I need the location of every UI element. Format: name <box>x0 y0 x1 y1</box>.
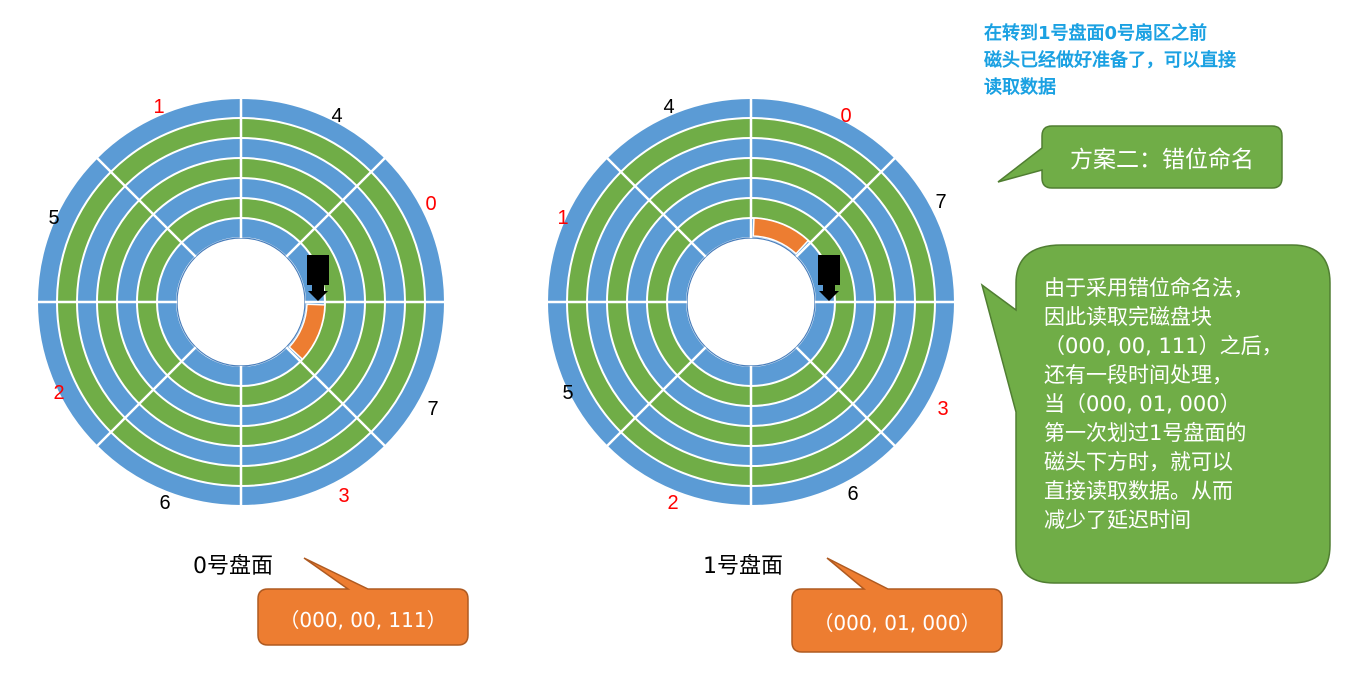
sector-label: 2 <box>667 492 678 514</box>
platter-hole <box>686 237 816 367</box>
callout-line: 直接读取数据。从而 <box>1044 479 1233 503</box>
sector-label: 0 <box>840 105 851 127</box>
disk-0-label: 0号盘面 <box>193 554 273 579</box>
sector-label: 0 <box>425 193 436 215</box>
highlight-sector-disk1 <box>752 217 810 255</box>
sector-label: 7 <box>427 398 438 420</box>
sector-label: 1 <box>557 207 568 229</box>
sector-divider <box>95 156 197 258</box>
callout-line: （000, 00, 111）之后， <box>1044 334 1283 358</box>
sector-label: 3 <box>338 485 349 507</box>
sector-label: 5 <box>48 207 59 229</box>
sector-label: 4 <box>331 105 342 127</box>
sector-divider <box>95 346 197 448</box>
address-text-0: （000, 00, 111） <box>279 607 447 632</box>
disk-1 <box>546 97 956 507</box>
note-line: 在转到1号盘面0号扇区之前 <box>984 23 1208 44</box>
sector-label: 2 <box>53 382 64 404</box>
sector-label: 1 <box>153 96 164 118</box>
callout-line: 还有一段时间处理， <box>1044 363 1233 387</box>
disk-1-label: 1号盘面 <box>703 554 783 579</box>
callout-title-bubble <box>997 125 1283 189</box>
read-head-icon <box>307 255 329 301</box>
note-line: 磁头已经做好准备了，可以直接 <box>984 50 1236 71</box>
read-head-icon <box>818 255 840 301</box>
sector-divider <box>605 346 707 448</box>
sector-label: 6 <box>159 492 170 514</box>
callout-line: 第一次划过1号盘面的 <box>1044 421 1247 445</box>
callout-body-bubble <box>980 244 1331 584</box>
sector-label: 7 <box>935 191 946 213</box>
disk-0 <box>36 97 446 507</box>
address-callout-0 <box>257 557 469 646</box>
sector-divider <box>285 156 387 258</box>
callout-line: 减少了延迟时间 <box>1044 508 1191 532</box>
callout-body: 由于采用错位命名法， 因此读取完磁盘块 （000, 00, 111）之后， 还有… <box>1044 274 1324 535</box>
callout-line: 由于采用错位命名法， <box>1044 276 1254 300</box>
sector-label: 5 <box>562 382 573 404</box>
sector-label: 3 <box>937 398 948 420</box>
callout-line: 磁头下方时，就可以 <box>1044 450 1233 474</box>
sector-divider <box>795 156 897 258</box>
callout-title: 方案二：错位命名 <box>1070 147 1254 173</box>
sector-label: 4 <box>663 96 674 118</box>
sector-divider <box>605 156 707 258</box>
address-callout-1 <box>791 557 1003 653</box>
callout-line: 因此读取完磁盘块 <box>1044 305 1212 329</box>
note-line: 读取数据 <box>984 77 1056 98</box>
sector-label: 6 <box>847 483 858 505</box>
address-text-1: （000, 01, 000） <box>813 610 981 635</box>
sector-divider <box>285 346 387 448</box>
highlight-sector-disk0 <box>288 303 326 361</box>
info-note: 在转到1号盘面0号扇区之前 磁头已经做好准备了，可以直接 读取数据 <box>984 20 1304 101</box>
callout-line: 当（000, 01, 000） <box>1044 392 1241 416</box>
sector-divider <box>795 346 897 448</box>
platter-hole <box>176 237 306 367</box>
